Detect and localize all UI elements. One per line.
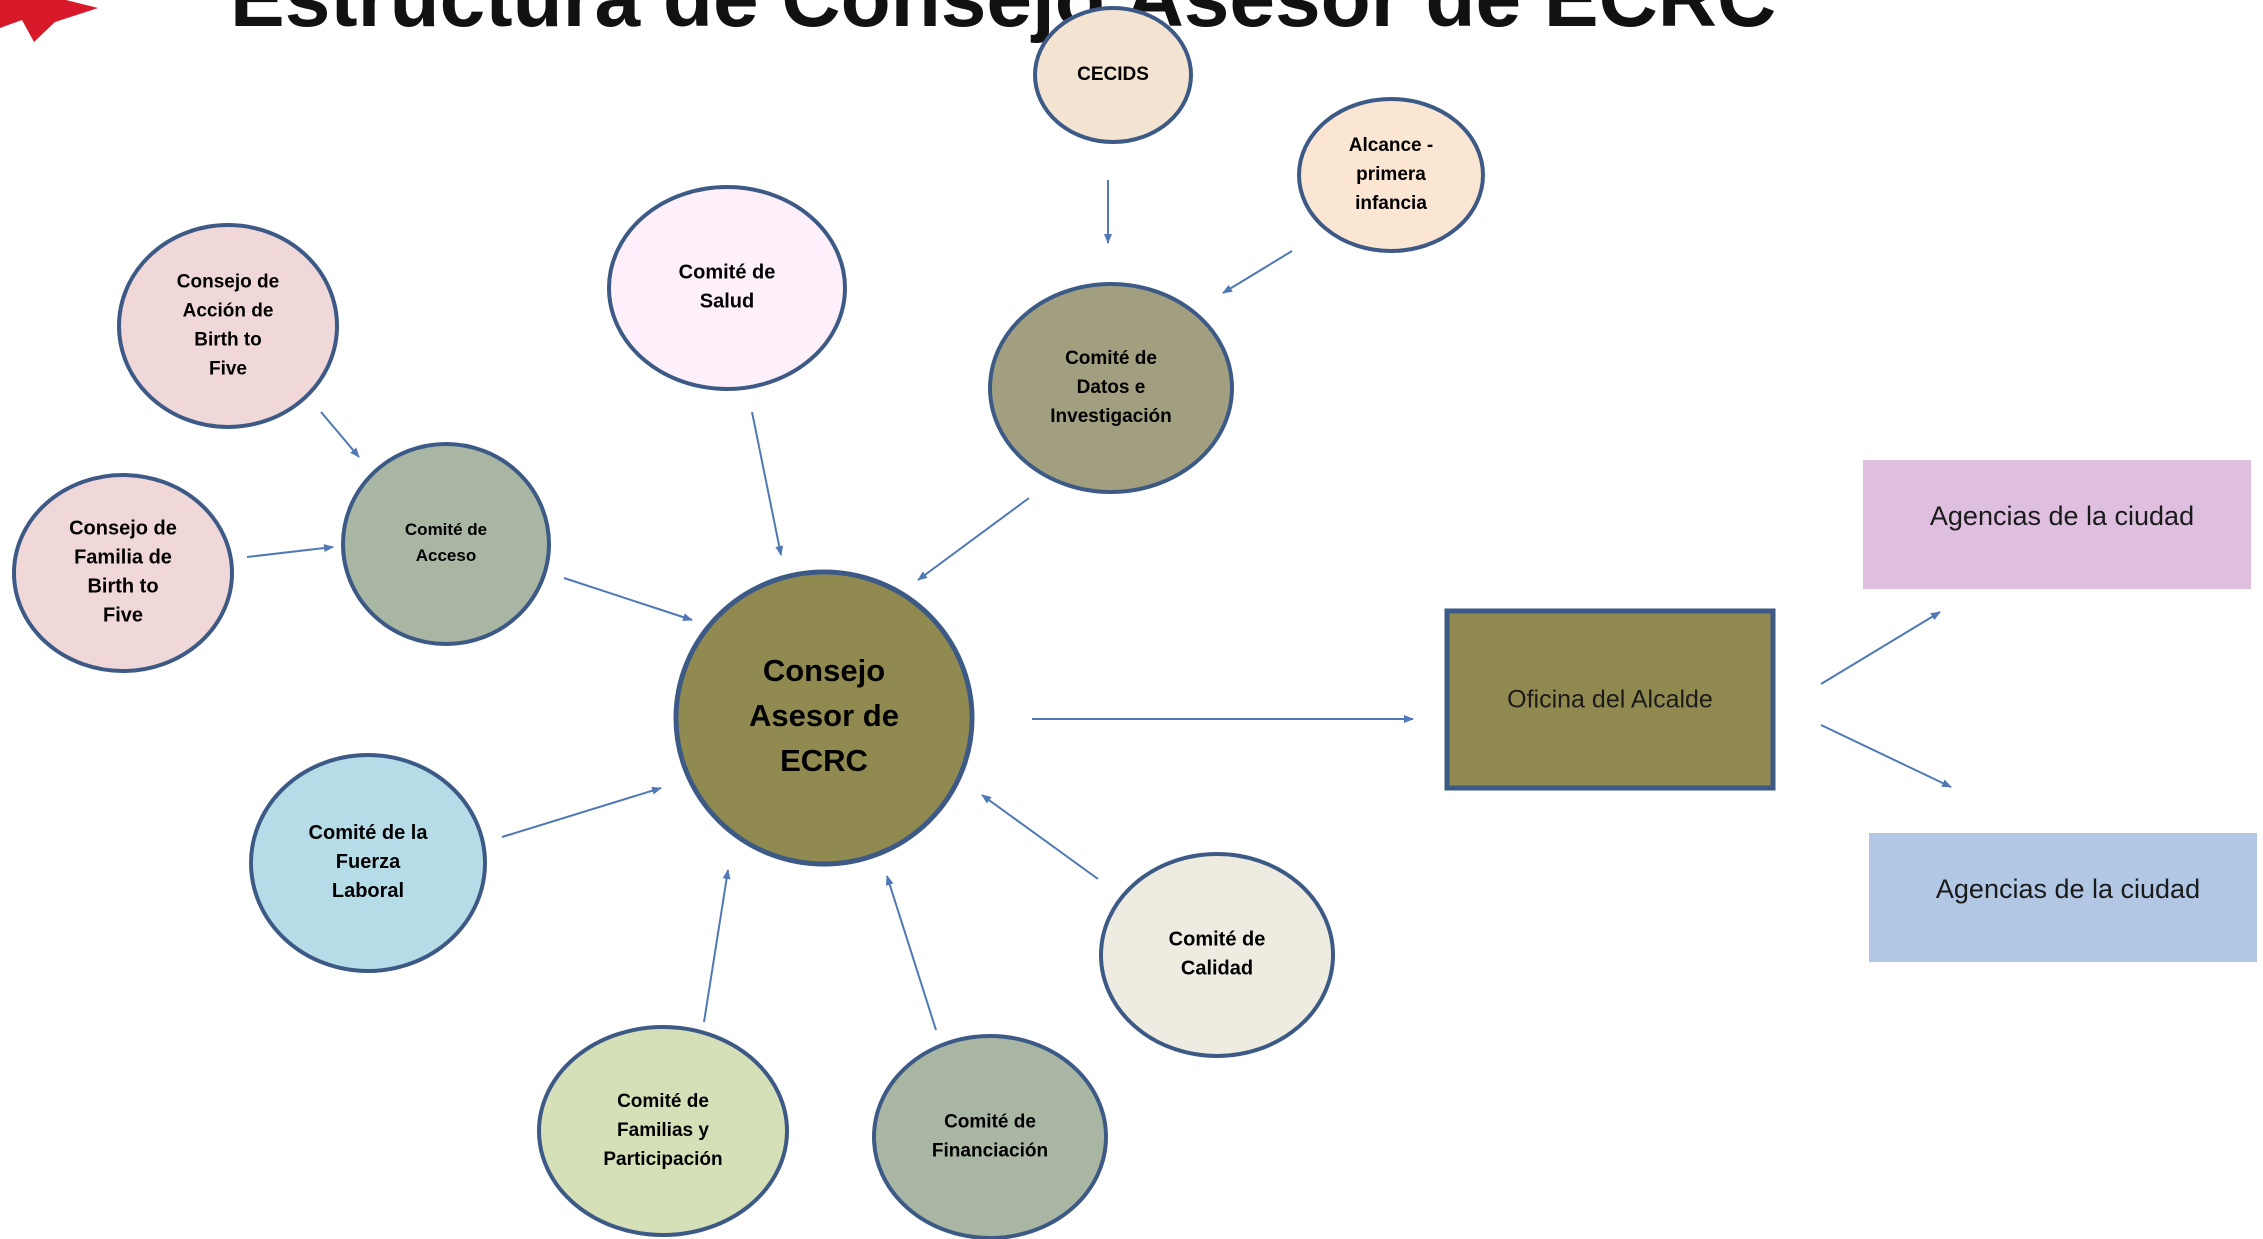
node-cecids-shape: [1033, 6, 1193, 144]
arrow-familia-to-acceso: [246, 544, 334, 558]
header: Estructura de Consejo Asesor de ECRC: [0, 0, 1776, 44]
arrow-calidad-to-center: [981, 794, 1099, 880]
node-acceso-shape: [341, 442, 551, 646]
node-fuerza-shape: [249, 753, 487, 973]
agencias-box-2: Agencias de la ciudad: [1869, 833, 2257, 962]
oficina-box: Oficina del Alcalde: [1444, 608, 1776, 791]
arrow-accion-to-acceso: [320, 411, 360, 458]
agencias-box-2-shape: [1869, 833, 2257, 962]
oficina-box-shape: [1444, 608, 1776, 791]
page-title: Estructura de Consejo Asesor de ECRC: [230, 0, 1776, 44]
node-calidad-shape: [1099, 852, 1335, 1058]
node-familia-b5-shape: [12, 473, 234, 673]
logo-star-icon: [0, 0, 98, 42]
arrow-oficina-to-agencias-2: [1820, 724, 1952, 788]
agencias-box-1-shape: [1863, 460, 2251, 589]
arrow-financiacion-to-center: [885, 875, 937, 1031]
agencias-box-1: Agencias de la ciudad: [1863, 460, 2251, 589]
arrow-familias-to-center: [703, 869, 731, 1023]
arrow-datos-to-center: [917, 497, 1030, 581]
agencias-label-1: Agencias de la ciudad: [1930, 501, 2194, 531]
node-salud-shape: [607, 185, 847, 391]
agencias-label-2: Agencias de la ciudad: [1936, 874, 2200, 904]
node-alcance-shape: [1297, 97, 1485, 253]
node-financiacion-shape: [872, 1034, 1108, 1239]
node-cecids-label: CECIDS: [1077, 64, 1149, 85]
node-cecids: CECIDS: [1033, 6, 1193, 144]
center-node-shape: [673, 569, 975, 867]
arrows: [246, 180, 1952, 1031]
node-familias-shape: [537, 1025, 789, 1237]
arrow-acceso-to-center: [563, 577, 693, 621]
node-datos-shape: [988, 282, 1234, 494]
oficina-label: Oficina del Alcalde: [1507, 686, 1713, 714]
arrow-salud-to-center: [751, 411, 784, 556]
arrow-oficina-to-agencias-1: [1820, 611, 1941, 685]
node-accion-b5-shape: [117, 223, 339, 429]
arrow-alcance-to-datos: [1222, 250, 1293, 294]
arrow-fuerza-to-center: [501, 786, 662, 838]
